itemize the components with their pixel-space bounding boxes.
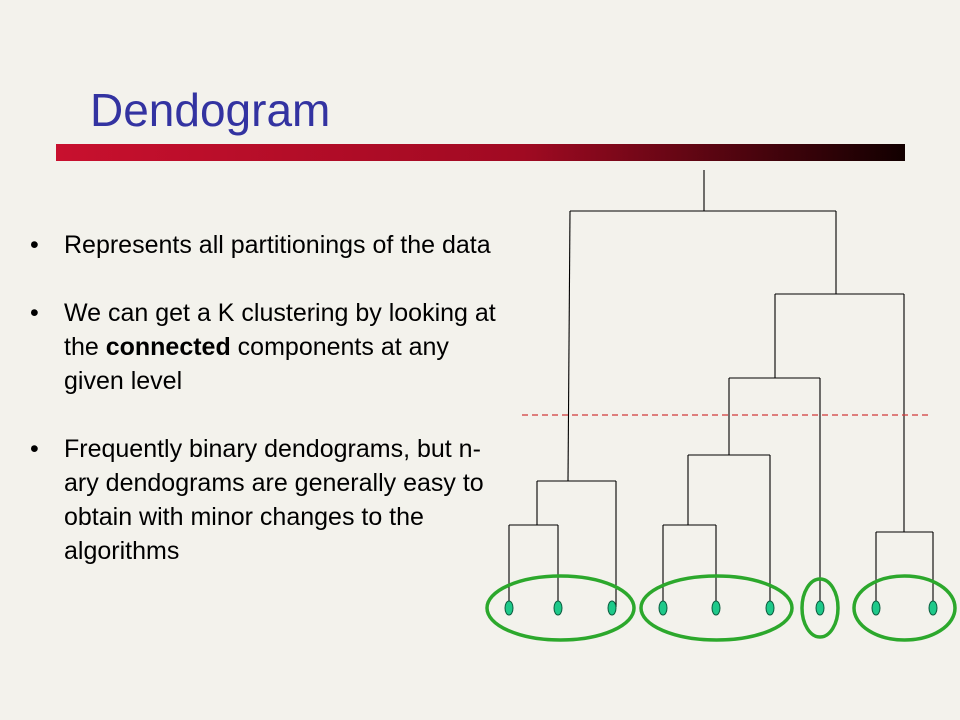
bullet-segment: Represents all partitionings of the data	[64, 231, 491, 259]
bullet-segment: components at any given level	[64, 333, 449, 395]
bullet-item: • We can get a K clustering by looking at…	[30, 296, 510, 398]
bullet-item: • Frequently binary dendograms, but n-ary…	[30, 432, 510, 568]
bullet-dot: •	[30, 435, 39, 463]
leaf-node	[553, 600, 563, 616]
bullet-item: • Represents all partitionings of the dat…	[30, 228, 510, 262]
leaf-node	[504, 600, 514, 616]
cluster-ring	[852, 574, 957, 642]
bullet-segment: Frequently binary dendograms, but n-ary …	[64, 435, 484, 565]
leaf-node	[765, 600, 775, 616]
bullet-list: • Represents all partitionings of the dat…	[30, 228, 510, 602]
cluster-ring	[800, 577, 840, 639]
leaf-node	[607, 600, 617, 616]
title-rule	[56, 144, 905, 161]
leaf-nodes	[504, 600, 938, 616]
cluster-rings	[485, 574, 957, 642]
cluster-ring	[639, 574, 794, 642]
leaf-node	[658, 600, 668, 616]
bullet-segment: We can get a K clustering by looking at …	[64, 299, 496, 361]
leaf-node	[711, 600, 721, 616]
bullet-text: Frequently binary dendograms, but n-ary …	[64, 435, 484, 565]
cluster-ring	[485, 574, 636, 642]
dendrogram-branches	[508, 170, 934, 607]
bullet-dot: •	[30, 231, 39, 259]
leaf-node	[815, 600, 825, 616]
branch	[567, 210, 571, 482]
leaf-node	[928, 600, 938, 616]
slide-title: Dendogram	[90, 84, 331, 136]
bullet-dot: •	[30, 299, 39, 327]
bullet-text: We can get a K clustering by looking at …	[64, 299, 496, 395]
leaf-node	[871, 600, 881, 616]
bullet-text: Represents all partitionings of the data	[64, 231, 491, 259]
bullet-emphasis: connected	[105, 333, 231, 361]
